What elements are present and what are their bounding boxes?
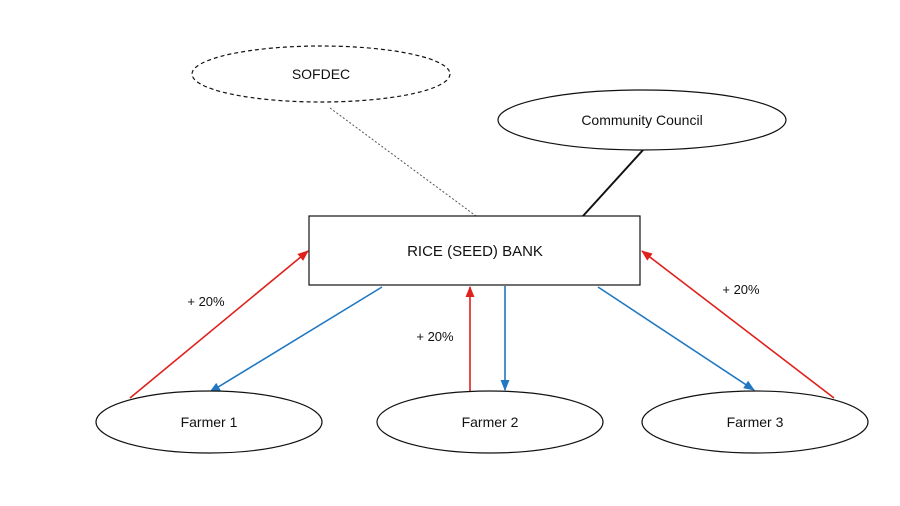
rice-seed-bank-label: RICE (SEED) BANK: [407, 243, 543, 260]
farmer-3-loan-arrow: [597, 286, 755, 391]
farmer-3-node: [641, 390, 869, 454]
rice-seed-bank-node: [308, 215, 641, 286]
farmer-3-return-arrow: [641, 250, 835, 399]
community-council-connector: [582, 149, 644, 217]
farmer-2-label: Farmer 2: [462, 414, 519, 430]
farmer-3-return-label: + 20%: [722, 282, 760, 297]
farmer-1-label: Farmer 1: [181, 414, 238, 430]
farmer-2-node: [376, 390, 604, 454]
farmer-1-node: [95, 390, 323, 454]
sofdec-node: [191, 45, 451, 103]
farmer-1-return-label: + 20%: [187, 294, 225, 309]
farmer-1-loan-arrow: [209, 286, 383, 393]
farmer-1-return-arrow: [129, 250, 309, 399]
sofdec-label: SOFDEC: [292, 66, 350, 82]
community-council-node: [497, 89, 787, 151]
sofdec-connector: [329, 107, 477, 217]
farmer-3-label: Farmer 3: [727, 414, 784, 430]
farmer-2-return-label: + 20%: [416, 329, 454, 344]
community-council-label: Community Council: [581, 112, 702, 128]
